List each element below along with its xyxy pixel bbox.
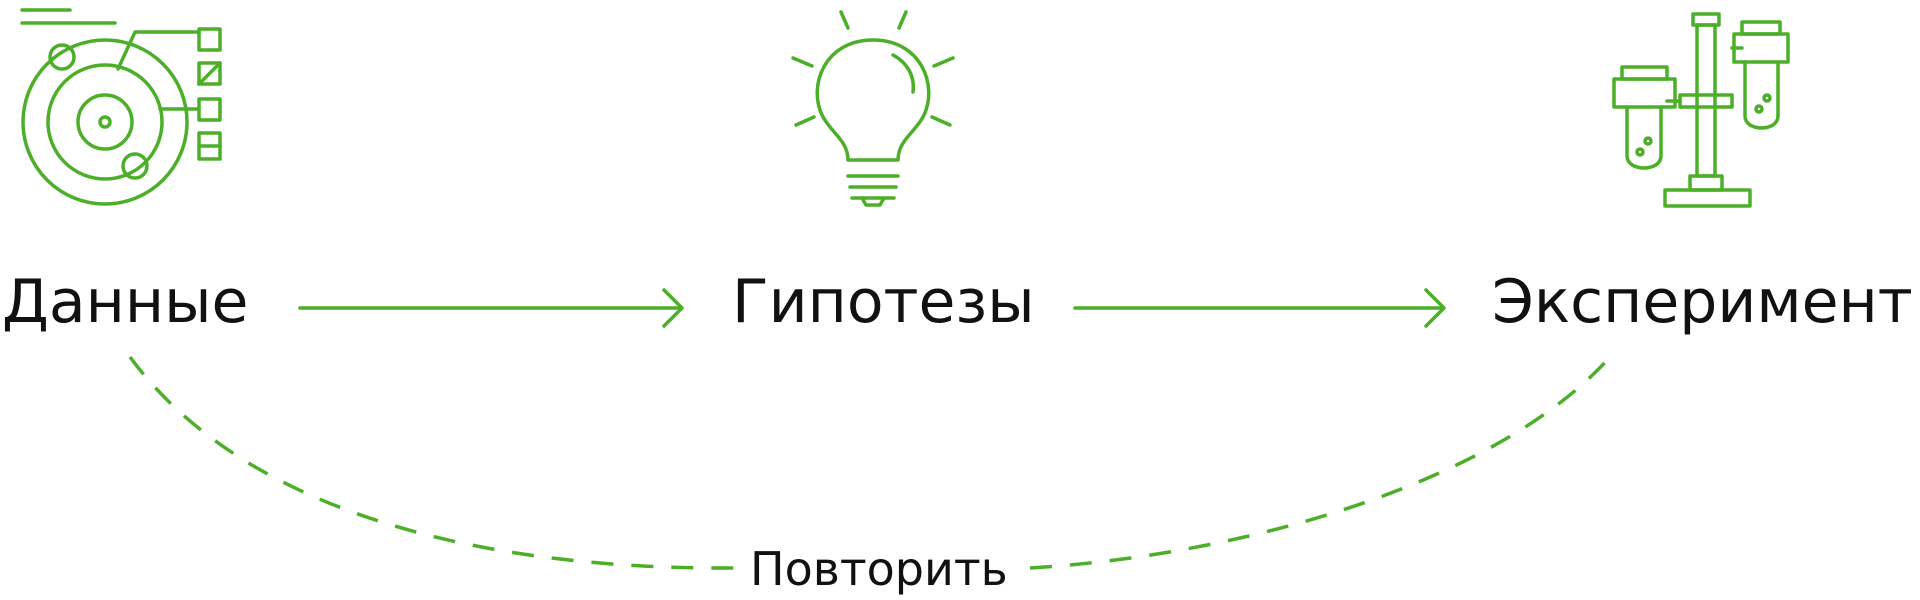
repeat-loop-dashed [128,355,1612,570]
radar-data-icon [20,8,222,206]
node-label-hypotheses: Гипотезы [732,267,1035,337]
arrow-data-to-hypotheses [298,288,684,328]
loop-label-repeat: Повторить [740,546,1018,592]
node-label-experiment: Эксперимент [1492,267,1913,337]
lab-test-tubes-icon [1612,12,1790,208]
lightbulb-icon [791,10,955,207]
node-label-data: Данные [2,267,249,337]
arrow-hypotheses-to-experiment [1073,288,1446,328]
